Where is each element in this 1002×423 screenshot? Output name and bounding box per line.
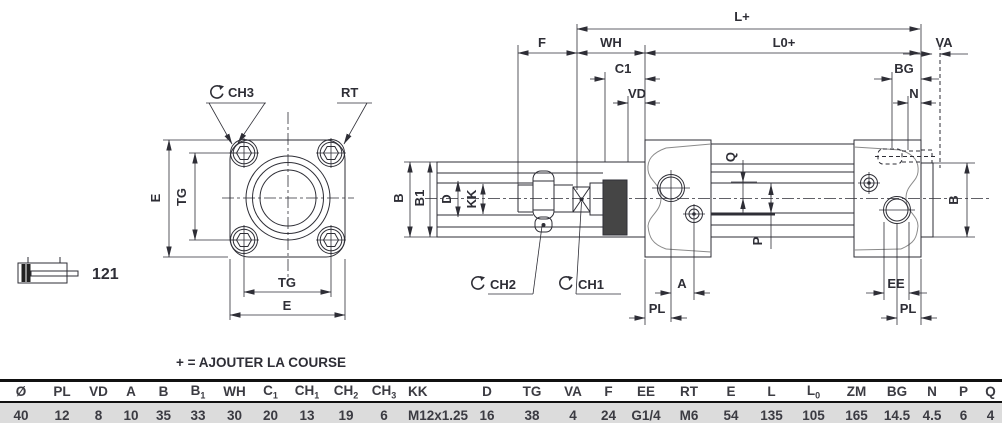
col-header-l: L [767, 384, 776, 399]
stroke-note: + = AJOUTER LA COURSE [176, 355, 347, 370]
table-cell: 4 [569, 408, 577, 423]
table-cell: 8 [94, 408, 103, 423]
table-header-row: Ø PL VD A B B1 WH C1 CH1 CH2 CH3 KK D TG VA F EE RT E L L0 ZM… [0, 380, 1002, 402]
col-header-b: B [158, 384, 169, 399]
table-cell: 20 [262, 408, 279, 423]
dim-label-d: D [439, 194, 454, 203]
table-cell: 35 [155, 408, 172, 423]
dim-label-b1: B1 [412, 190, 427, 207]
col-header-vd: VD [89, 384, 108, 399]
table-cell: 135 [760, 408, 783, 423]
table-cell: 24 [600, 408, 617, 423]
dim-label-bg: BG [894, 61, 914, 76]
table-cell: 10 [123, 408, 139, 423]
dim-label-tg-left: TG [174, 188, 189, 206]
table-cell: 4 [986, 408, 995, 423]
dim-label-ch2: CH2 [490, 277, 516, 292]
table-cell: 33 [190, 408, 206, 423]
side-view: L+ F WH L0+ VA C1 VD BG N Q [517, 9, 975, 325]
dim-label-e-left: E [148, 193, 163, 202]
model-number: 121 [92, 266, 119, 283]
table-cell: M12x1.25 [408, 408, 469, 423]
col-header-p: P [958, 384, 968, 399]
col-header-n: N [927, 384, 937, 399]
dim-label-ch3: CH3 [228, 85, 254, 100]
dim-label-ee: EE [887, 276, 905, 291]
col-header-e: E [726, 384, 736, 399]
table-cell: 13 [299, 408, 315, 423]
table-cell: 40 [13, 408, 29, 423]
dim-label-n: N [909, 86, 918, 101]
dim-label-e-bottom: E [283, 298, 292, 313]
dim-label-ch1: CH1 [578, 277, 604, 292]
table-cell: G1/4 [631, 408, 661, 423]
dim-label-p: P [750, 236, 765, 245]
wrench-icon [210, 84, 225, 99]
wrench-icon [471, 275, 486, 290]
table-cell: 6 [380, 408, 388, 423]
table-cell: M6 [679, 408, 699, 423]
col-header-wh: WH [223, 384, 246, 399]
table-cell: 6 [959, 408, 968, 423]
col-header-ee: EE [636, 384, 655, 399]
dim-label-pl-left: PL [649, 301, 666, 316]
dim-label-wh: WH [600, 35, 622, 50]
table-cell: 30 [226, 408, 243, 423]
col-header-ch1: CH1 [294, 382, 320, 401]
dim-label-a: A [677, 276, 687, 291]
table-cell: 4.5 [922, 408, 942, 423]
wrench-icon [559, 275, 574, 290]
col-header-f: F [604, 384, 613, 399]
col-header-a: A [126, 384, 136, 399]
col-header-bg: BG [886, 384, 908, 399]
dim-label-vd: VD [628, 86, 646, 101]
dim-label-b: B [391, 193, 406, 202]
col-header-d: D [482, 384, 492, 399]
dim-label-c1: C1 [615, 61, 632, 76]
dim-label-tg-bottom: TG [278, 275, 296, 290]
dim-label-pl-right: PL [900, 301, 917, 316]
col-header-pl: PL [53, 384, 71, 399]
table-cell: 165 [845, 408, 868, 423]
table-cell: 14.5 [883, 408, 911, 423]
col-header-va: VA [564, 384, 582, 399]
col-header-ch3: CH3 [371, 382, 397, 401]
rod-end-view: B B1 D KK CH2 CH1 [391, 161, 990, 295]
cylinder-type-icon [17, 257, 79, 284]
dim-label-l0-plus: L0+ [773, 35, 796, 50]
col-header-ø: Ø [15, 384, 27, 399]
col-header-tg: TG [522, 384, 542, 399]
dim-label-b-end: B [946, 195, 961, 204]
col-header-c1: C1 [263, 382, 278, 401]
col-header-zm: ZM [846, 384, 867, 399]
dim-label-q: Q [723, 152, 738, 162]
table-cell: 105 [802, 408, 825, 423]
col-header-b1: B1 [190, 382, 206, 401]
dim-label-va: VA [935, 35, 953, 50]
col-header-kk: KK [408, 384, 428, 399]
table-cell: 19 [338, 408, 354, 423]
table-cell: 38 [524, 408, 540, 423]
col-header-q: Q [985, 384, 996, 399]
col-header-rt: RT [680, 384, 698, 399]
front-view: CH3 RT E TG TG E [148, 84, 372, 320]
dim-label-f: F [538, 35, 546, 50]
col-header-ch2: CH2 [333, 382, 359, 401]
col-header-l0: L0 [806, 382, 821, 401]
table-cell: 54 [723, 408, 739, 423]
table-value-row: 40 12 8 10 35 33 30 20 13 19 6 M12x1.25 16 38 4 24 G1/4 M… [0, 402, 1002, 423]
table-cell: 12 [54, 408, 70, 423]
dim-label-rt: RT [341, 85, 358, 100]
dimensions-table: Ø PL VD A B B1 WH C1 CH1 CH2 CH3 KK D TG VA F EE RT E L L0 ZM… [0, 379, 1002, 423]
dim-label-kk: KK [464, 189, 479, 208]
technical-drawing: 121 [17, 9, 990, 325]
dim-label-l-plus: L+ [734, 9, 750, 24]
table-cell: 16 [479, 408, 495, 423]
